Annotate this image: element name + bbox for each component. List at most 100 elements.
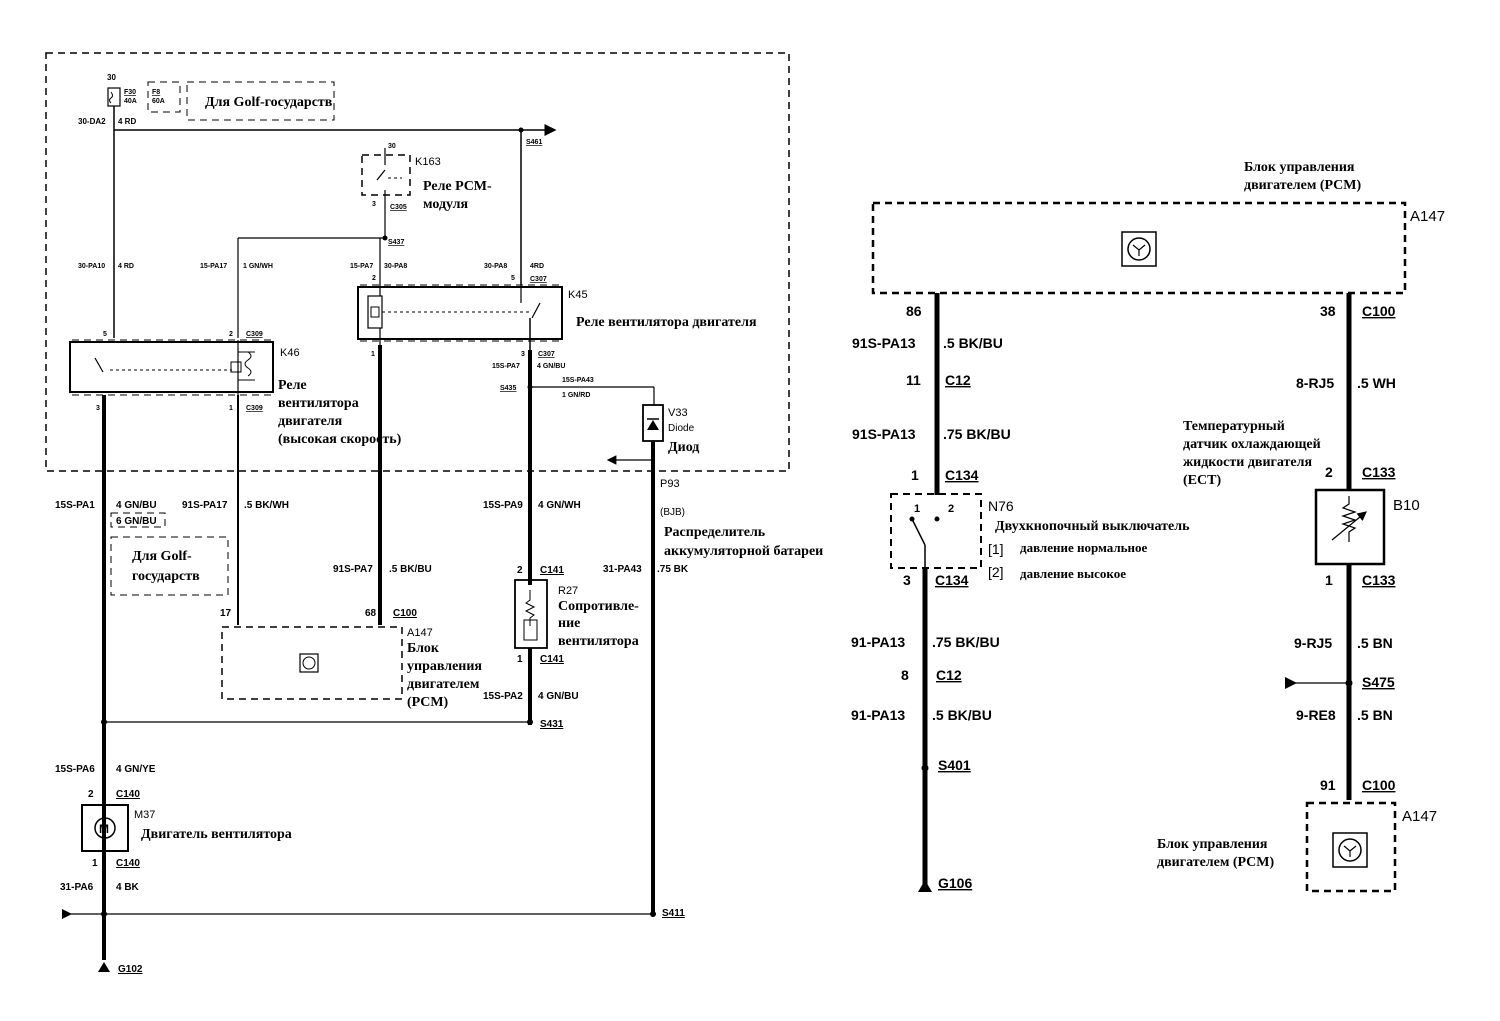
svg-text:4 GN/WH: 4 GN/WH [538,500,581,511]
svg-text:4 BK: 4 BK [116,882,140,893]
svg-text:91-PA13: 91-PA13 [851,634,905,650]
svg-text:8-RJ5: 8-RJ5 [1296,375,1334,391]
svg-text:1: 1 [517,654,523,665]
svg-text:30: 30 [107,73,116,82]
right-circuit: Блок управления двигателем (PCM) A147 86… [851,160,1445,893]
svg-text:двигателем (PCM): двигателем (PCM) [1244,178,1361,193]
pcm-bottom [1305,801,1397,893]
relay-k163 [361,154,411,196]
svg-text:K163: K163 [415,156,441,168]
svg-text:P93: P93 [660,478,680,490]
svg-text:15S-PA6: 15S-PA6 [55,764,95,775]
svg-text:M37: M37 [134,809,155,821]
svg-text:аккумуляторной батареи: аккумуляторной батареи [664,544,823,559]
svg-text:Блок управления: Блок управления [1244,160,1355,175]
svg-text:двигателем: двигателем [407,677,480,692]
svg-text:15S-PA1: 15S-PA1 [55,500,95,511]
svg-text:60A: 60A [152,98,165,105]
svg-text:4 GN/YE: 4 GN/YE [116,764,156,775]
svg-text:двигателем (PCM): двигателем (PCM) [1157,855,1274,870]
svg-text:S437: S437 [388,239,404,246]
svg-text:2: 2 [948,503,954,515]
svg-text:.5 BK/BU: .5 BK/BU [389,564,432,575]
svg-text:K45: K45 [568,289,588,301]
svg-text:86: 86 [906,303,922,319]
svg-text:модуля: модуля [423,197,469,212]
switch-n76 [890,493,982,569]
svg-text:C133: C133 [1362,572,1396,588]
svg-text:30-DA2: 30-DA2 [78,117,106,126]
svg-text:4 GN/BU: 4 GN/BU [538,691,579,702]
svg-text:A147: A147 [407,627,433,639]
svg-text:.75 BK/BU: .75 BK/BU [932,634,1000,650]
bjb-box [45,52,790,472]
svg-text:M: M [99,822,109,836]
svg-text:30-PA8: 30-PA8 [384,263,407,270]
svg-text:C100: C100 [393,608,417,619]
svg-text:Двигатель вентилятора: Двигатель вентилятора [141,827,292,842]
svg-text:C140: C140 [116,858,140,869]
relay-k46 [69,341,274,393]
motor-icon [94,817,116,839]
svg-text:5: 5 [103,331,107,338]
svg-text:91-PA13: 91-PA13 [851,707,905,723]
sensor-b10 [1314,488,1386,566]
svg-text:68: 68 [365,608,377,619]
svg-text:.5 WH: .5 WH [1357,375,1396,391]
svg-text:государств: государств [132,569,200,584]
pcm-top [871,201,1407,295]
svg-text:.5 BK/BU: .5 BK/BU [932,707,992,723]
svg-text:вентилятора: вентилятора [558,634,639,649]
svg-text:.5 BK/WH: .5 BK/WH [244,500,289,511]
svg-text:Блок управления: Блок управления [1157,837,1268,852]
svg-text:C133: C133 [1362,464,1396,480]
svg-text:F30: F30 [124,89,136,96]
svg-text:3: 3 [96,405,100,412]
svg-text:91S-PA17: 91S-PA17 [182,500,228,511]
svg-text:.75 BK/BU: .75 BK/BU [943,426,1011,442]
svg-text:S431: S431 [540,719,564,730]
svg-text:4 RD: 4 RD [118,117,136,126]
svg-text:.75 BK: .75 BK [657,564,689,575]
ground-g102-icon [98,962,110,972]
svg-text:15-PA17: 15-PA17 [200,263,227,270]
svg-text:6 GN/BU: 6 GN/BU [116,516,157,527]
svg-text:давление нормальное: давление нормальное [1020,540,1148,555]
svg-text:4 RD: 4 RD [118,263,134,270]
golf-note-top [186,81,335,121]
svg-text:1: 1 [92,858,98,869]
svg-text:C141: C141 [540,654,564,665]
svg-text:Реле вентилятора двигателя: Реле вентилятора двигателя [576,315,757,330]
svg-text:[2]: [2] [988,564,1004,580]
svg-text:C12: C12 [945,372,971,388]
svg-text:(BJB): (BJB) [660,507,685,518]
svg-text:S411: S411 [662,908,685,919]
fuse-f30-icon [107,87,121,107]
svg-text:15S-PA43: 15S-PA43 [562,377,594,384]
svg-text:C307: C307 [538,351,555,358]
svg-text:S401: S401 [938,757,971,773]
svg-text:G102: G102 [118,964,143,975]
svg-text:9-RJ5: 9-RJ5 [1294,635,1332,651]
svg-text:C141: C141 [540,565,564,576]
svg-text:1 GN/RD: 1 GN/RD [562,392,590,399]
svg-text:1 GN/WH: 1 GN/WH [243,263,273,270]
svg-text:4 GN/BU: 4 GN/BU [116,500,157,511]
svg-text:Блок: Блок [407,641,440,656]
svg-text:5: 5 [511,275,515,282]
svg-text:31-PA6: 31-PA6 [60,882,94,893]
svg-text:Распределитель: Распределитель [664,525,766,540]
pcm-left [221,626,403,700]
svg-text:Диод: Диод [668,440,699,455]
pcm-chip-icon-top [1127,237,1151,261]
svg-text:Температурный: Температурный [1183,419,1285,434]
svg-text:Для Golf-государств: Для Golf-государств [205,95,333,110]
svg-text:(высокая скорость): (высокая скорость) [278,432,402,447]
svg-text:.5 BK/BU: .5 BK/BU [943,335,1003,351]
pcm-chip-icon-bottom [1338,838,1362,862]
svg-text:17: 17 [220,608,232,619]
motor-m37 [81,804,129,852]
svg-text:4 GN/BU: 4 GN/BU [537,363,565,370]
svg-text:Двухкнопочный выключатель: Двухкнопочный выключатель [995,519,1190,534]
